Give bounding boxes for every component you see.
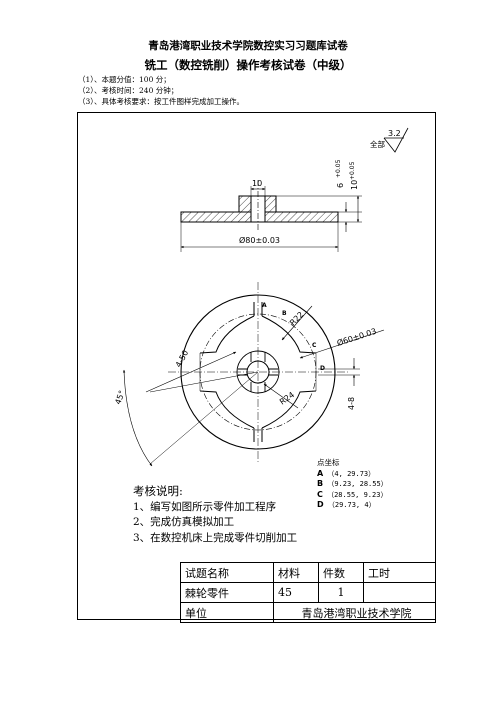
svg-text:全部: 全部: [370, 139, 385, 149]
part-name: 棘轮零件: [180, 582, 274, 603]
exam-title: 铣工（数控铣削）操作考核试卷（中级）: [144, 58, 352, 72]
dim-diameter-60: Ø60±0.03: [336, 326, 378, 348]
coord-b: B （9.23, 28.55）: [317, 479, 388, 488]
hours-value: [363, 582, 436, 603]
info-score: （1）、本题分值：100 分；: [78, 75, 171, 84]
front-view: A B C D R22 Ø60±0.03 4-50 45° R24 4-8: [113, 282, 385, 467]
note-item: 3、在数控机床上完成零件切削加工: [133, 531, 298, 544]
unit-value: 青岛港湾职业技术学院: [273, 602, 436, 623]
point-coordinates: 点坐标 A （4, 29.73） B （9.23, 28.55） C （28.5…: [317, 458, 388, 511]
dim-tol-6: +0.05: [335, 159, 342, 178]
dim-r22: R22: [288, 310, 306, 328]
coord-d: D （29.73, 4）: [317, 500, 376, 509]
dim-angle-45: 45°: [113, 389, 126, 405]
point-b-label: B: [282, 310, 287, 317]
header-part-name: 试题名称: [180, 562, 274, 583]
dim-4-50: 4-50: [174, 349, 190, 369]
svg-text:3.2: 3.2: [388, 129, 401, 138]
section-view: 10 Ø80±0.03 6 +0.05 10 +0.05: [180, 159, 362, 252]
document-title: 青岛港湾职业技术学院数控实习习题库试卷: [148, 40, 348, 52]
info-time: （2）、考核时间：240 分钟；: [78, 86, 179, 95]
dim-4-8: 4-8: [347, 397, 356, 410]
material-value: 45: [273, 582, 319, 603]
header-material: 材料: [273, 562, 319, 583]
title-block: 试题名称 材料 件数 工时 棘轮零件 45 1 单位 青岛港湾职业技术学院: [180, 562, 436, 623]
dim-diameter-80: Ø80±0.03: [239, 235, 280, 245]
dim-tol-10: +0.05: [349, 161, 356, 180]
quantity-value: 1: [318, 582, 364, 603]
header-quantity: 件数: [318, 562, 364, 583]
coord-a: A （4, 29.73）: [317, 468, 376, 478]
unit-label: 单位: [180, 602, 274, 623]
dim-thickness-6: 6: [336, 183, 345, 188]
dim-thickness-10: 10: [350, 180, 359, 190]
coord-c: C （28.55, 9.23）: [317, 489, 388, 499]
note-item: 2、完成仿真模拟加工: [133, 516, 235, 528]
notes-title: 考核说明:: [133, 484, 183, 498]
coords-label: 点坐标: [317, 458, 340, 467]
point-d-label: D: [320, 365, 325, 372]
point-a-label: A: [262, 302, 267, 309]
info-requirement: （3）、具体考核要求：按工件图样完成加工操作。: [78, 97, 245, 106]
surface-roughness-symbol: 全部 3.2: [370, 127, 409, 153]
exam-notes: 考核说明: 1、编写如图所示零件加工程序 2、完成仿真模拟加工 3、在数控机床上…: [133, 484, 297, 546]
point-c-label: C: [312, 342, 317, 349]
note-item: 1、编写如图所示零件加工程序: [133, 500, 277, 513]
dim-width-10: 10: [252, 179, 262, 188]
header-hours: 工时: [363, 562, 436, 583]
